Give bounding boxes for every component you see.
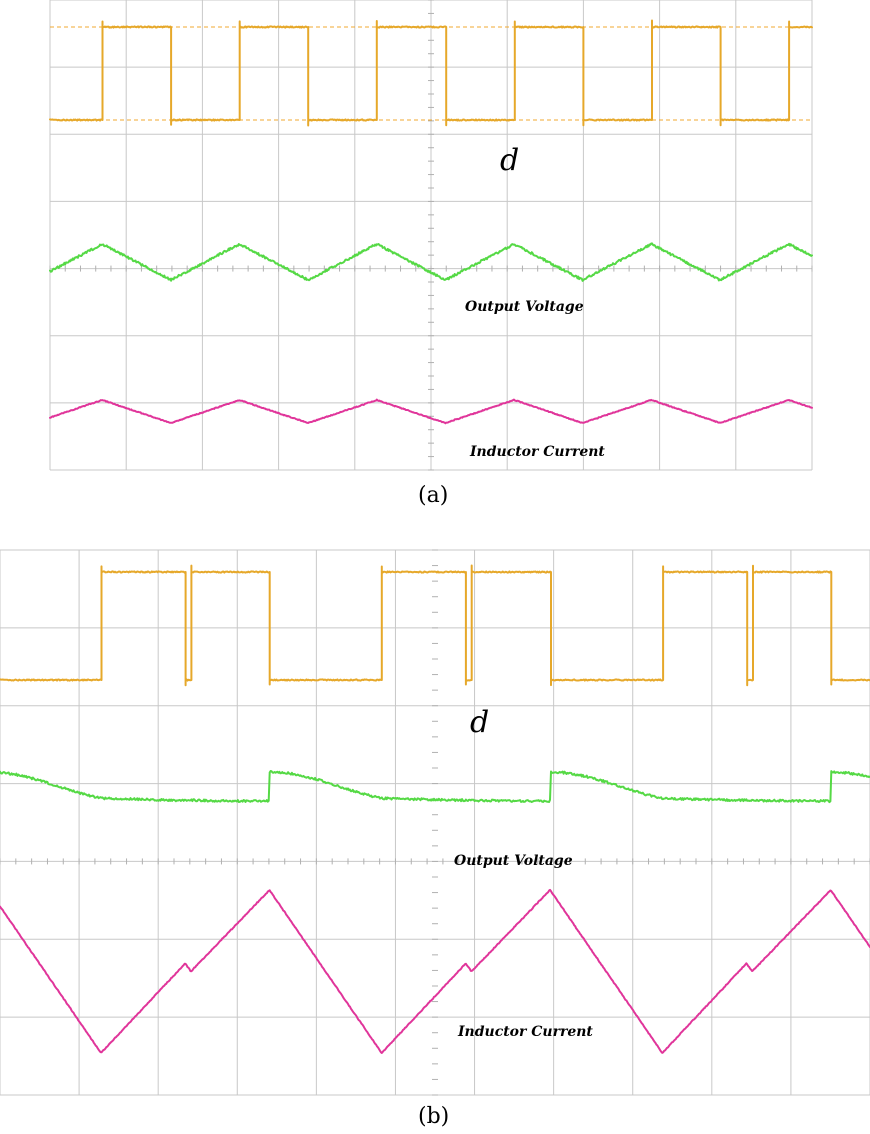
current-label-b: Inductor Current: [457, 1024, 593, 1040]
panel-b: d Output Voltage Inductor Current (b): [0, 549, 870, 1129]
traces-a: [49, 19, 813, 425]
vout-trace: [0, 770, 870, 804]
duty-label-b: d: [470, 705, 489, 740]
il-trace: [49, 398, 813, 425]
current-label-a: Inductor Current: [469, 444, 605, 460]
caption-b: (b): [418, 1104, 449, 1129]
vout-trace: [49, 242, 813, 282]
traces-b: [0, 564, 870, 1054]
voltage-label-a: Output Voltage: [465, 299, 584, 315]
grid-a: [49, 0, 813, 471]
voltage-label-b: Output Voltage: [454, 853, 573, 869]
d-trace: [0, 564, 870, 687]
grid-b: [0, 549, 870, 1096]
caption-a: (a): [418, 483, 448, 508]
il-trace: [0, 888, 870, 1054]
duty-label-a: d: [500, 143, 519, 178]
panel-a: d Output Voltage Inductor Current (a): [49, 0, 813, 508]
d-trace: [49, 19, 813, 127]
